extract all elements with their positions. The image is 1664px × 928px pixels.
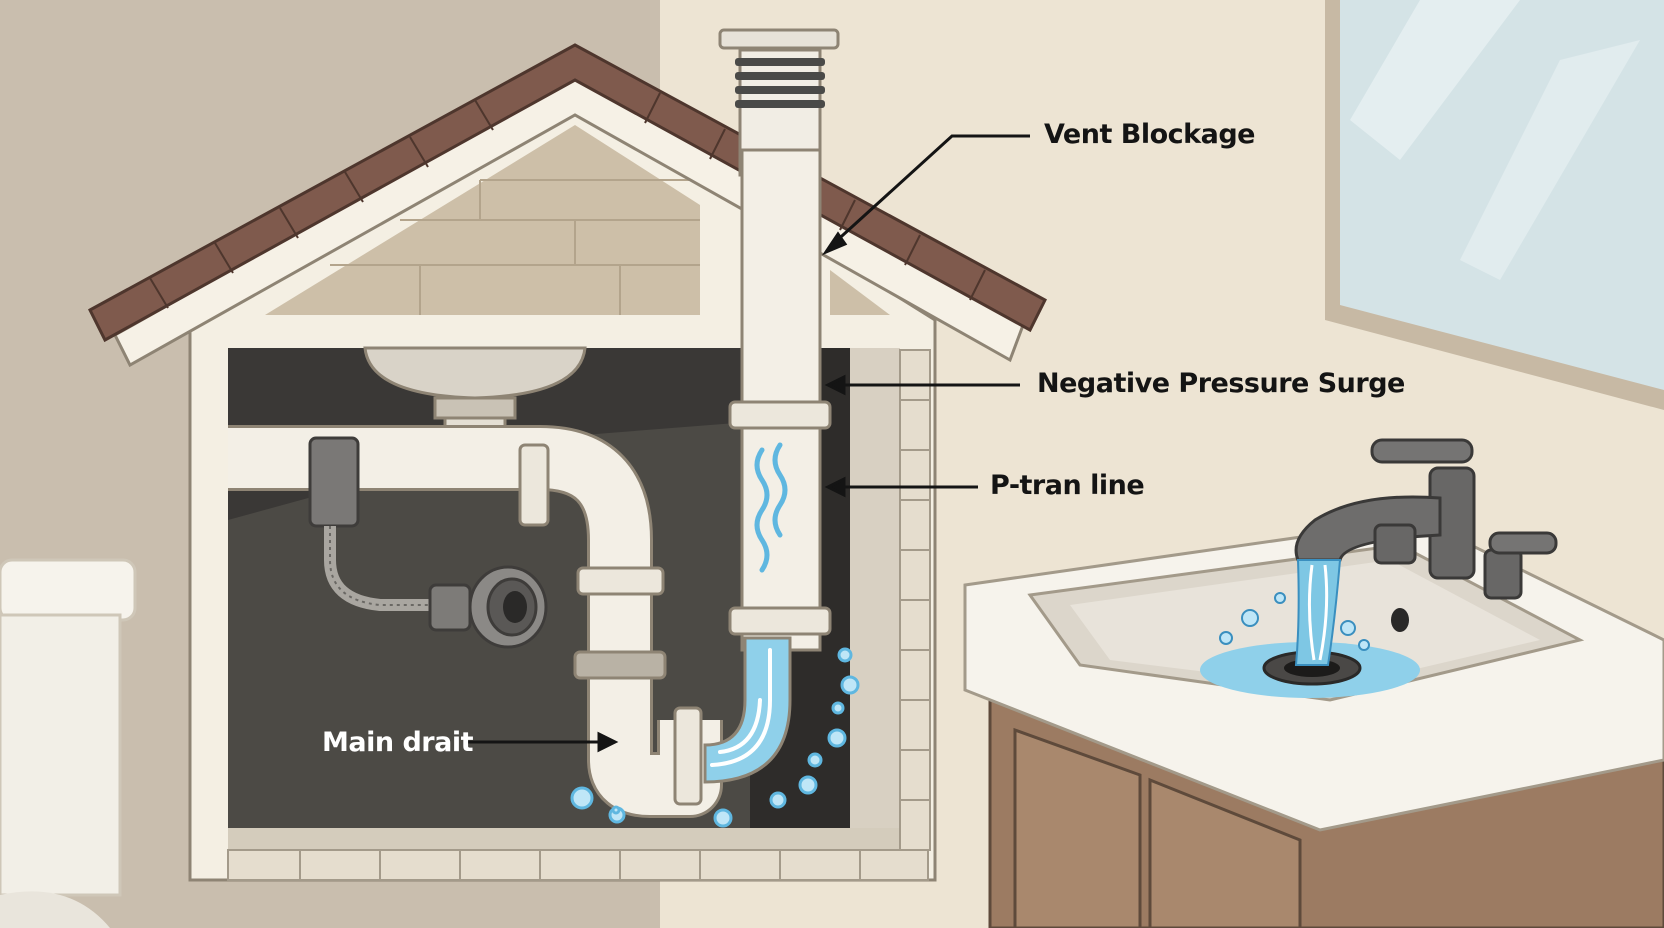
water-filled-trap bbox=[703, 636, 792, 784]
water-flow-waves bbox=[754, 442, 788, 573]
brick-edge bbox=[227, 349, 931, 881]
drain-pipe bbox=[228, 425, 723, 818]
label-vent-blockage: Vent Blockage bbox=[1044, 119, 1255, 150]
faucet bbox=[1294, 438, 1558, 600]
mirror bbox=[1325, 0, 1664, 410]
toilet bbox=[0, 558, 137, 928]
vent-stack bbox=[728, 148, 832, 652]
roof bbox=[88, 43, 1047, 368]
label-ptrap-line: P-tran line bbox=[990, 470, 1145, 501]
callout-leaders bbox=[465, 134, 1030, 753]
air-bubbles bbox=[570, 647, 860, 828]
attic bbox=[265, 125, 890, 315]
label-negative-pressure-surge: Negative Pressure Surge bbox=[1037, 368, 1405, 399]
label-main-drain: Main drait bbox=[322, 727, 474, 758]
shutoff-valve bbox=[308, 436, 548, 649]
running-water bbox=[1219, 559, 1370, 666]
